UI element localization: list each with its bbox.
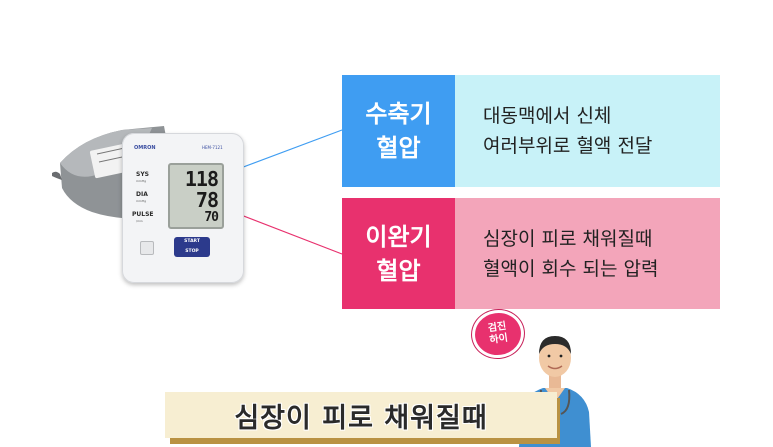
diastolic-desc-line2: 혈액이 회수 되는 압력: [483, 257, 659, 280]
dia-reading: 78: [195, 188, 219, 212]
pulse-reading: 70: [204, 210, 219, 225]
start-stop-button[interactable]: START STOP: [174, 237, 210, 257]
systolic-title-line2: 혈압: [376, 134, 421, 162]
pulse-unit: /min: [136, 219, 143, 223]
subtitle-caption: 심장이 피로 채워질때: [165, 392, 557, 438]
badge-line2: 하이: [488, 332, 509, 347]
pulse-label: PULSE: [132, 211, 154, 218]
systolic-desc-line2: 여러부위로 혈액 전달: [483, 135, 653, 157]
diastolic-description-box: 심장이 피로 채워질때 혈액이 회수 되는 압력: [455, 198, 720, 309]
systolic-description-box: 대동맥에서 신체 여러부위로 혈액 전달: [455, 75, 720, 187]
diastolic-desc-line1: 심장이 피로 채워질때: [483, 227, 653, 250]
dia-label: DIA: [136, 191, 148, 198]
sys-reading: 118: [184, 167, 219, 191]
diastolic-title-line1: 이완기: [365, 222, 432, 251]
diastolic-title-line2: 혈압: [376, 256, 421, 285]
memory-button[interactable]: [140, 241, 154, 255]
brand-logo: OMRON: [134, 145, 156, 151]
sys-label: SYS: [136, 171, 149, 178]
systolic-title-box: 수축기 혈압: [342, 75, 455, 187]
sys-unit: mmHg: [136, 179, 147, 183]
dia-unit: mmHg: [136, 199, 147, 203]
lcd-display: 118 78 70: [168, 163, 224, 229]
subtitle-text: 심장이 피로 채워질때: [234, 402, 488, 434]
blood-pressure-monitor: OMRON HEM-7121 SYS mmHg DIA mmHg PULSE /…: [122, 133, 244, 283]
systolic-title-line1: 수축기: [365, 100, 432, 128]
stop-label: STOP: [185, 249, 199, 254]
systolic-desc-line1: 대동맥에서 신체: [483, 105, 612, 127]
diastolic-title-box: 이완기 혈압: [342, 198, 455, 309]
start-label: START: [184, 239, 200, 244]
model-number: HEM-7121: [202, 145, 223, 150]
